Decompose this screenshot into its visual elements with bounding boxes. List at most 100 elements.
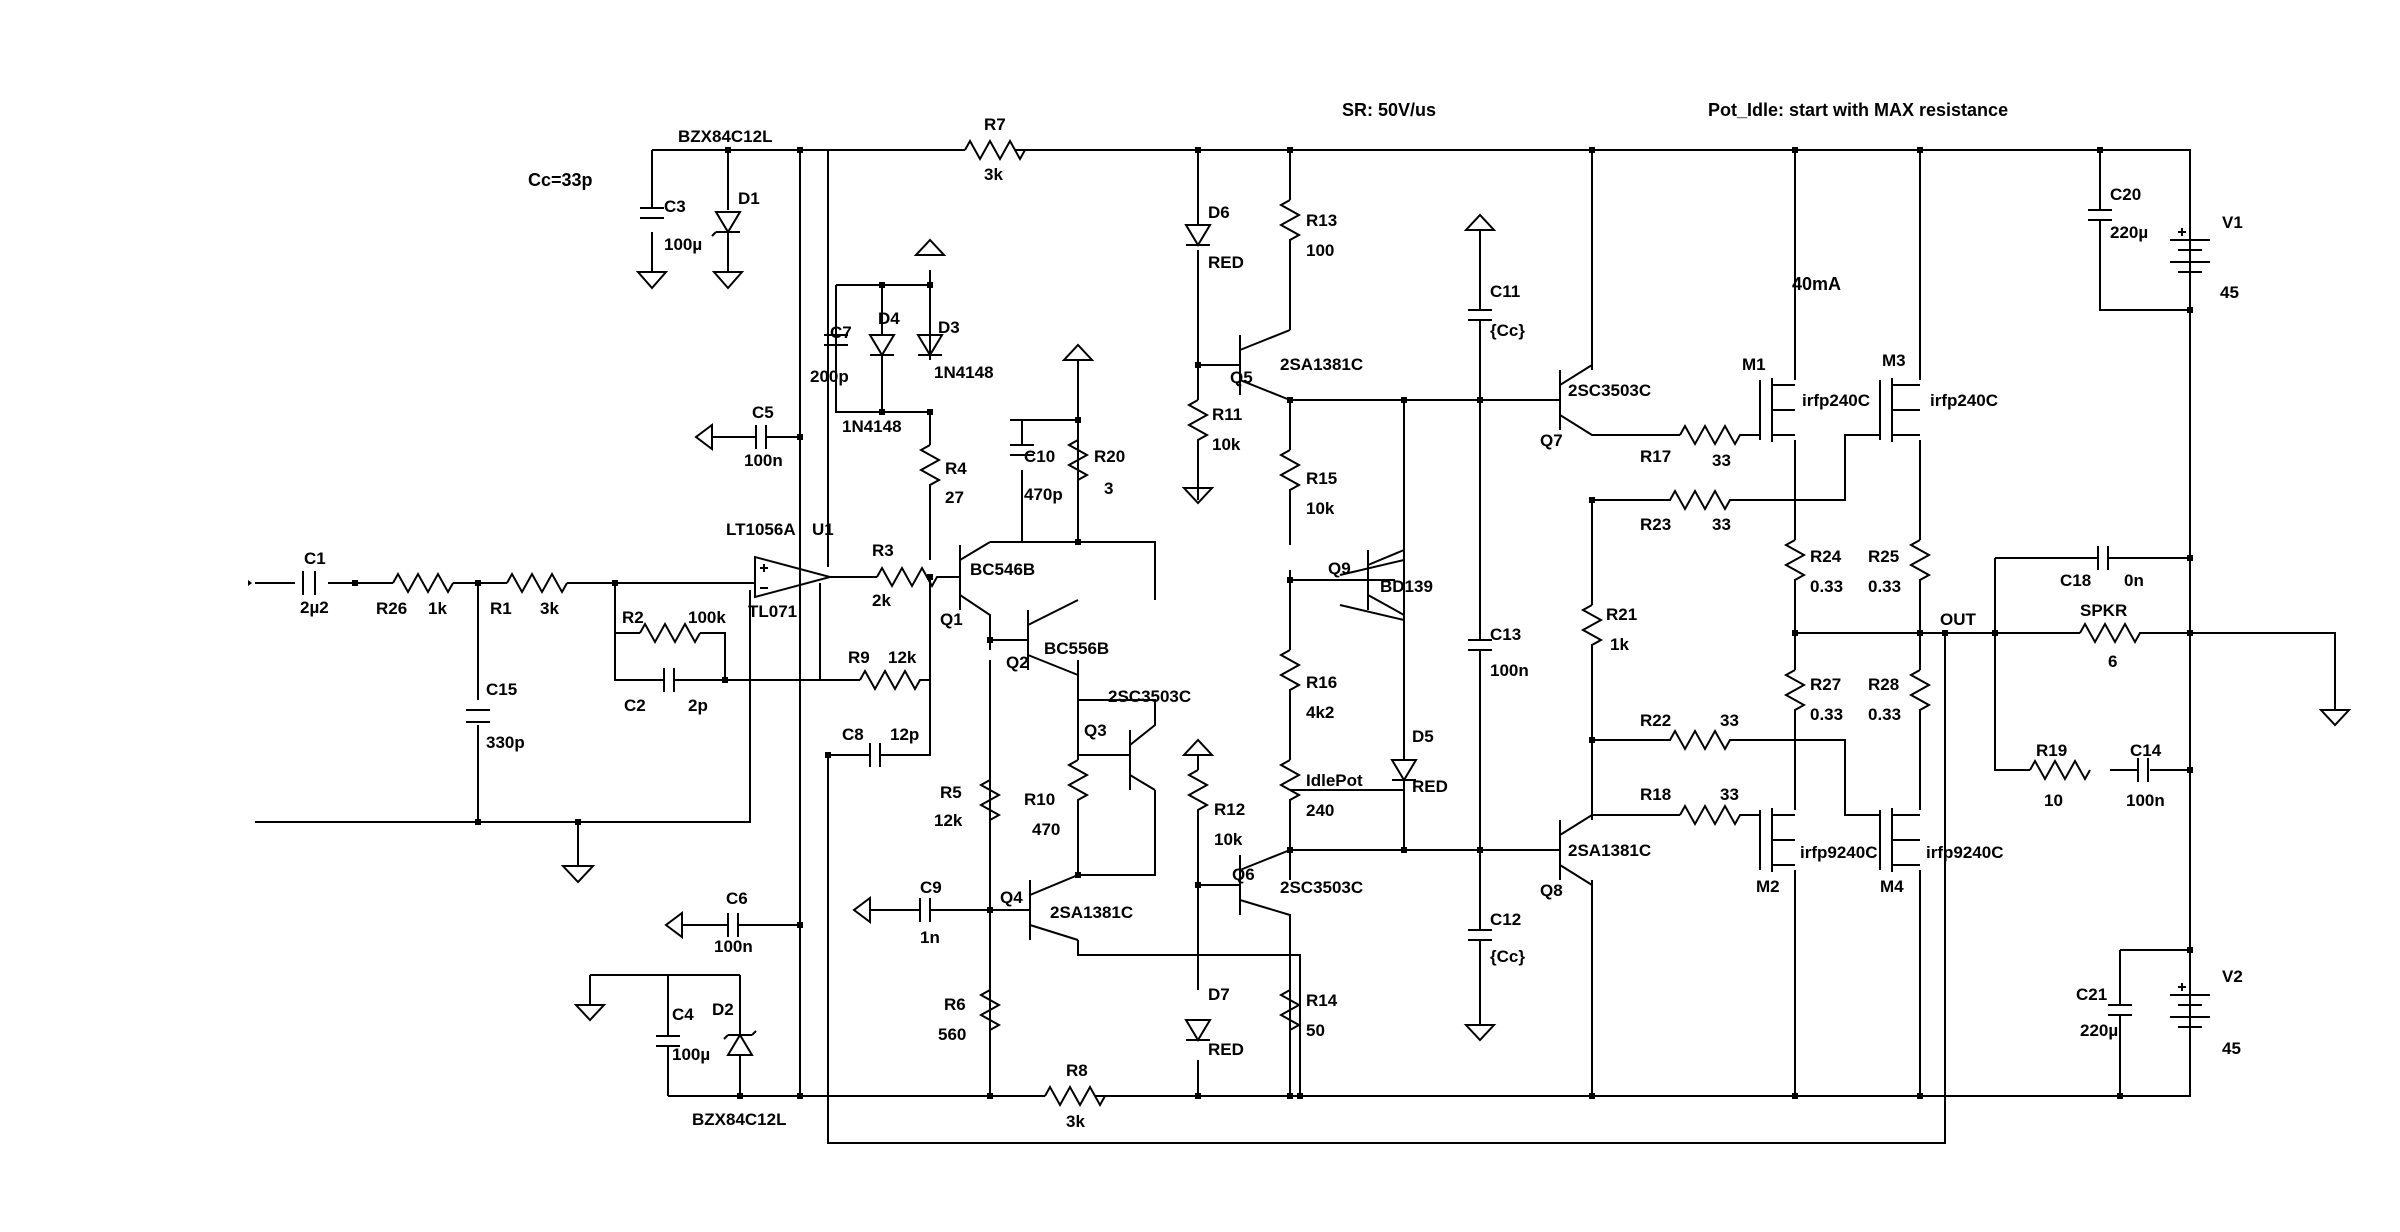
- svg-text:2SA1381C: 2SA1381C: [1280, 355, 1363, 374]
- svg-text:560: 560: [938, 1025, 966, 1044]
- svg-text:10: 10: [2044, 791, 2063, 810]
- svg-text:C18: C18: [2060, 571, 2091, 590]
- svg-text:100k: 100k: [688, 608, 726, 627]
- svg-text:C7: C7: [830, 323, 852, 342]
- svg-text:0.33: 0.33: [1868, 577, 1901, 596]
- svg-text:R13: R13: [1306, 211, 1337, 230]
- svg-text:33: 33: [1712, 515, 1731, 534]
- svg-text:220µ: 220µ: [2110, 223, 2148, 242]
- resistor-r23: R23 33: [1592, 434, 1880, 534]
- diode-d7: D7 RED: [1184, 985, 1244, 1059]
- svg-text:IdlePot: IdlePot: [1306, 771, 1363, 790]
- svg-text:R26: R26: [376, 599, 407, 618]
- svg-text:C5: C5: [752, 403, 774, 422]
- ground-symbol-spkr: [2318, 709, 2352, 727]
- resistor-r16: R16 4k2: [1278, 649, 1337, 722]
- capacitor-c10: C10 470p: [1010, 419, 1063, 504]
- zener-d1-c3-group: C3 100µ D1 BZX84C12L: [635, 127, 800, 290]
- svg-text:3k: 3k: [540, 599, 559, 618]
- svg-text:M4: M4: [1880, 877, 1904, 896]
- svg-text:R28: R28: [1868, 675, 1899, 694]
- svg-text:33: 33: [1720, 785, 1739, 804]
- output-wiring: [1794, 150, 2336, 1096]
- svg-text:BD139: BD139: [1380, 577, 1433, 596]
- svg-text:10k: 10k: [1212, 435, 1241, 454]
- resistor-idlepot: IdlePot 240: [1278, 759, 1363, 830]
- capacitor-c2: C2 2p: [624, 668, 708, 715]
- note-bias-current: 40mA: [1792, 274, 1841, 294]
- resistor-r5: R5 12k: [934, 779, 1002, 860]
- svg-text:45: 45: [2220, 283, 2239, 302]
- svg-text:{Cc}: {Cc}: [1490, 947, 1525, 966]
- resistor-r3: R3 2k: [872, 541, 960, 610]
- transistor-q5: 2SA1381C Q5: [1230, 329, 1363, 401]
- capacitor-c5: C5 100n: [694, 403, 800, 470]
- svg-text:D3: D3: [938, 318, 960, 337]
- transistor-q1: BC546B Q1: [940, 541, 1035, 629]
- svg-text:C6: C6: [726, 889, 748, 908]
- svg-text:12p: 12p: [890, 725, 919, 744]
- svg-text:1N4148: 1N4148: [934, 363, 994, 382]
- capacitor-c14: C14 100n: [2126, 741, 2165, 810]
- svg-text:R18: R18: [1640, 785, 1671, 804]
- resistor-r2: R2 100k: [622, 608, 726, 645]
- svg-text:Q5: Q5: [1230, 368, 1253, 387]
- svg-text:V2: V2: [2222, 967, 2243, 986]
- source-v1: V1 45: [2170, 150, 2243, 310]
- svg-text:100n: 100n: [744, 451, 783, 470]
- svg-text:Q1: Q1: [940, 610, 963, 629]
- svg-text:BC546B: BC546B: [970, 560, 1035, 579]
- resistor-r17: R17 33: [1640, 400, 1761, 470]
- svg-text:2µ2: 2µ2: [300, 598, 329, 617]
- svg-text:C8: C8: [842, 725, 864, 744]
- zener-d2-c4-group: C4 100µ D2 BZX84C12L: [573, 974, 800, 1129]
- svg-text:C21: C21: [2076, 985, 2107, 1004]
- svg-text:C10: C10: [1024, 447, 1055, 466]
- capacitor-c1: C1 2µ2: [300, 549, 329, 617]
- svg-text:0.33: 0.33: [1810, 577, 1843, 596]
- capacitor-c15: C15 330p: [466, 680, 525, 752]
- svg-text:C20: C20: [2110, 185, 2141, 204]
- svg-text:12k: 12k: [934, 811, 963, 830]
- driver-net-wires: [1290, 150, 1593, 1096]
- resistor-r8: R8 3k: [1044, 1061, 1106, 1131]
- svg-text:27: 27: [945, 488, 964, 507]
- svg-text:10k: 10k: [1306, 499, 1335, 518]
- svg-text:R22: R22: [1640, 711, 1671, 730]
- svg-text:240: 240: [1306, 801, 1334, 820]
- svg-text:R3: R3: [872, 541, 894, 560]
- svg-text:R2: R2: [622, 608, 644, 627]
- transistor-q2: BC556B Q2: [989, 599, 1109, 676]
- vas-wiring: [835, 270, 1301, 1096]
- svg-text:2p: 2p: [688, 696, 708, 715]
- svg-text:2SC3503C: 2SC3503C: [1568, 381, 1651, 400]
- svg-text:100n: 100n: [1490, 661, 1529, 680]
- svg-text:R4: R4: [945, 459, 967, 478]
- svg-text:D5: D5: [1412, 727, 1434, 746]
- svg-text:12k: 12k: [888, 648, 917, 667]
- resistor-r11: R11 10k: [1181, 399, 1242, 505]
- svg-text:Q2: Q2: [1006, 653, 1029, 672]
- resistor-r19: R19 10: [2029, 741, 2091, 810]
- capacitor-c8: C8 12p: [828, 690, 931, 767]
- svg-text:R11: R11: [1212, 405, 1242, 424]
- svg-text:R5: R5: [940, 783, 962, 802]
- svg-text:SPKR: SPKR: [2080, 601, 2127, 620]
- input-wiring: [255, 150, 829, 1096]
- svg-text:M1: M1: [1742, 355, 1766, 374]
- svg-text:irfp240C: irfp240C: [1802, 391, 1870, 410]
- resistor-r1: R1 3k: [490, 571, 568, 618]
- transistor-q8: 2SA1381C Q8: [1540, 814, 1680, 900]
- svg-text:irfp240C: irfp240C: [1930, 391, 1998, 410]
- svg-text:C13: C13: [1490, 625, 1521, 644]
- svg-text:M3: M3: [1882, 351, 1906, 370]
- resistor-r20: R20 3: [1061, 343, 1125, 520]
- svg-text:2SC3503C: 2SC3503C: [1280, 878, 1363, 897]
- note-slew-rate: SR: 50V/us: [1342, 100, 1436, 120]
- resistor-r13: R13 100: [1278, 199, 1337, 270]
- diode-d6: D6 RED: [1184, 203, 1244, 272]
- svg-text:200p: 200p: [810, 367, 849, 386]
- mosfet-m4: M4 irfp9240C: [1879, 808, 2003, 896]
- capacitor-c21: C21 220µ: [2076, 949, 2190, 1096]
- resistor-r15: R15 10k: [1278, 449, 1337, 520]
